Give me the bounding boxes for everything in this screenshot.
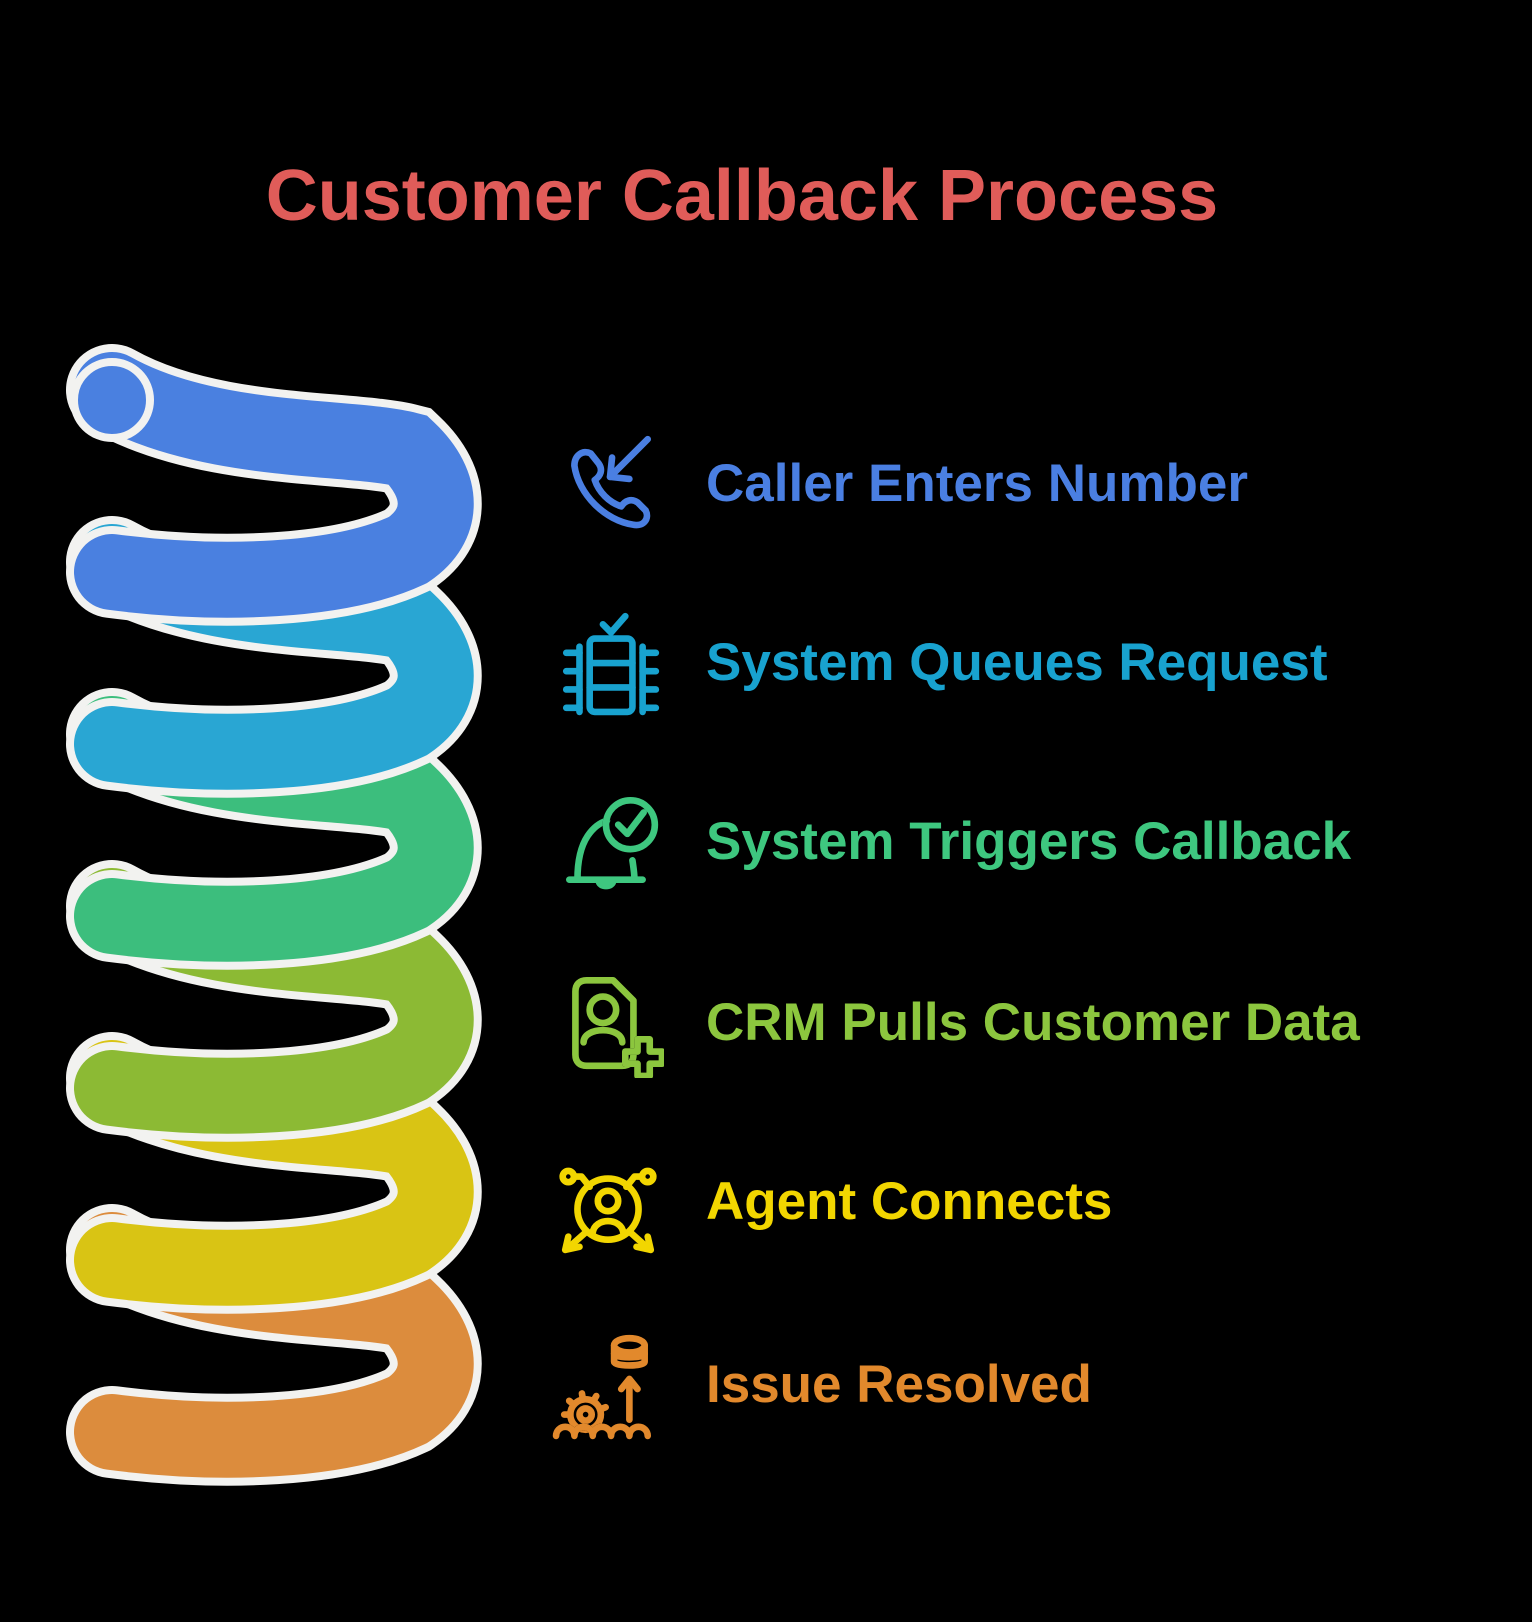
step-caller-enters-number: Caller Enters Number — [552, 427, 1248, 539]
step-crm-pulls-customer-data: CRM Pulls Customer Data — [552, 966, 1360, 1078]
coil-spring-graphic — [66, 344, 482, 1486]
page-title: Customer Callback Process — [265, 156, 1219, 236]
queue-check-icon — [552, 606, 664, 718]
gear-resolve-icon — [552, 1328, 664, 1440]
step-system-triggers-callback: System Triggers Callback — [552, 785, 1351, 897]
step-system-queues-request: System Queues Request — [552, 606, 1328, 718]
step-agent-connects: Agent Connects — [552, 1145, 1112, 1257]
contact-card-add-icon — [552, 966, 664, 1078]
step-label: CRM Pulls Customer Data — [706, 992, 1360, 1052]
bell-check-icon — [552, 785, 664, 897]
phone-incoming-icon — [552, 427, 664, 539]
step-label: Issue Resolved — [706, 1354, 1092, 1414]
step-issue-resolved: Issue Resolved — [552, 1328, 1092, 1440]
step-label: Caller Enters Number — [706, 453, 1248, 513]
agent-network-icon — [552, 1145, 664, 1257]
step-label: Agent Connects — [706, 1171, 1113, 1231]
step-label: System Queues Request — [706, 632, 1328, 692]
step-label: System Triggers Callback — [706, 811, 1352, 871]
